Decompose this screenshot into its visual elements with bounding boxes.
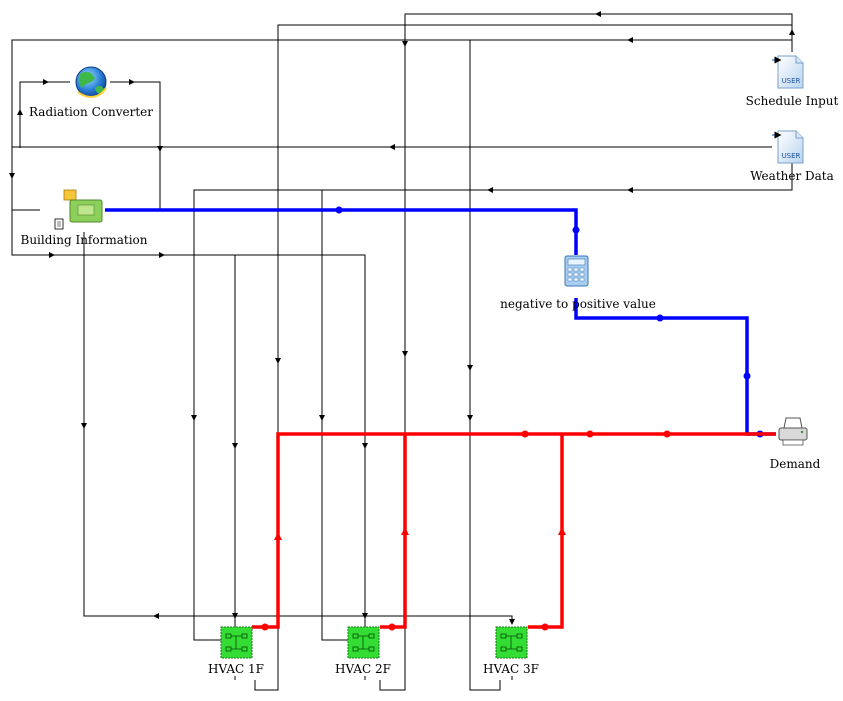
hvac-feedback-link[interactable] bbox=[83, 232, 513, 620]
user-file-text: USER bbox=[782, 152, 801, 160]
hvac-2f-node[interactable]: HVAC 2F bbox=[335, 626, 391, 676]
flow-dot bbox=[261, 623, 269, 631]
control-connections bbox=[9, 11, 795, 691]
flow-dot bbox=[663, 430, 671, 438]
user-file-icon: USER bbox=[772, 55, 804, 89]
calculator-to-demand-link[interactable] bbox=[574, 298, 776, 436]
user-file-icon: USER bbox=[772, 130, 804, 164]
building-to-calculator-link[interactable] bbox=[105, 208, 578, 255]
flow-dot bbox=[743, 372, 751, 380]
hvac-1f-node[interactable]: HVAC 1F bbox=[208, 626, 264, 676]
schedule-input-label: Schedule Input bbox=[746, 94, 839, 108]
hvac-unit-icon bbox=[347, 626, 380, 659]
building-information-label: Building Information bbox=[21, 233, 148, 247]
flow-dot bbox=[388, 623, 396, 631]
flow-dot bbox=[572, 226, 580, 234]
flow-dot bbox=[541, 623, 549, 631]
flow-arrow bbox=[401, 527, 409, 535]
globe-icon bbox=[75, 66, 107, 98]
hvac-3f-label: HVAC 3F bbox=[483, 662, 539, 676]
radiation-to-building-link[interactable] bbox=[105, 81, 161, 211]
building-information-node[interactable]: Building Information bbox=[21, 189, 148, 247]
hvac2f-to-demand-link[interactable] bbox=[380, 434, 407, 629]
hvac-1f-label: HVAC 1F bbox=[208, 662, 264, 676]
flow-dot bbox=[586, 430, 594, 438]
hvac1f-to-demand-link[interactable] bbox=[252, 432, 776, 629]
building-to-hvac2f-link[interactable] bbox=[11, 210, 366, 640]
hvac-3f-node[interactable]: HVAC 3F bbox=[483, 626, 539, 676]
hvac-unit-icon bbox=[495, 626, 528, 659]
flow-dot bbox=[656, 314, 664, 322]
weather-data-node[interactable]: USER Weather Data bbox=[750, 130, 834, 183]
schedule-to-hvac3f-link[interactable] bbox=[469, 39, 792, 691]
weather-data-label: Weather Data bbox=[750, 169, 834, 183]
schedule-to-hvac1f-link[interactable] bbox=[254, 24, 793, 691]
hvac-bottom-stubs bbox=[234, 676, 513, 680]
printer-icon bbox=[778, 417, 808, 446]
flow-dot bbox=[335, 206, 343, 214]
schedule-input-node[interactable]: USER Schedule Input bbox=[746, 55, 839, 108]
radiation-converter-label: Radiation Converter bbox=[29, 105, 153, 119]
calculator-label: negative to positive value bbox=[500, 297, 656, 311]
red-connections bbox=[252, 430, 776, 631]
schedule-to-building-link[interactable] bbox=[11, 39, 792, 211]
weather-to-hvac-link[interactable] bbox=[193, 162, 793, 641]
radiation-converter-node[interactable]: Radiation Converter bbox=[29, 66, 153, 119]
schedule-to-hvac2f-link[interactable] bbox=[379, 13, 793, 691]
hvac-unit-icon bbox=[220, 626, 253, 659]
flow-dot bbox=[521, 430, 529, 438]
hvac3f-to-demand-link[interactable] bbox=[528, 434, 564, 629]
blue-connections bbox=[105, 206, 776, 438]
building-to-radiation-link[interactable] bbox=[19, 81, 70, 148]
flow-arrow bbox=[558, 527, 566, 535]
user-file-text: USER bbox=[782, 77, 801, 85]
building-block-icon bbox=[54, 189, 103, 230]
demand-label: Demand bbox=[770, 457, 821, 471]
flow-arrow bbox=[274, 532, 282, 540]
demand-node[interactable]: Demand bbox=[770, 417, 821, 471]
calculator-node[interactable]: negative to positive value bbox=[500, 255, 656, 311]
weather-to-hvac2f-link bbox=[321, 190, 348, 641]
hvac-2f-label: HVAC 2F bbox=[335, 662, 391, 676]
calculator-icon bbox=[564, 255, 589, 287]
